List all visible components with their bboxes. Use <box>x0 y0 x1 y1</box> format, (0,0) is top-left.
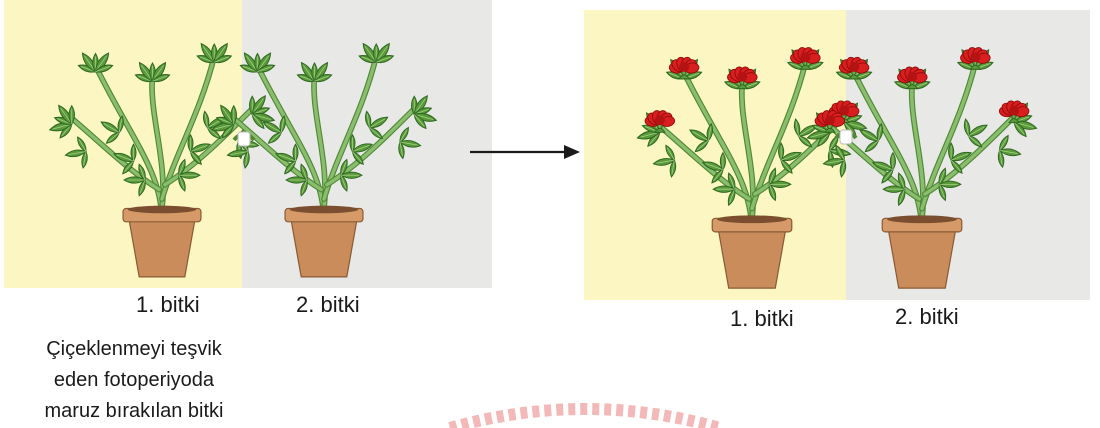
after-plant1-label: 1. bitki <box>730 306 794 332</box>
after-plant2-label: 2. bitki <box>895 304 959 330</box>
plant-1-before <box>50 44 275 277</box>
plant-2-before <box>212 44 437 277</box>
before-panel <box>4 0 492 288</box>
before-plant1-label: 1. bitki <box>136 292 200 318</box>
right-arrow-icon <box>468 140 582 164</box>
caption-line-1: Çiçeklenmeyi teşvik <box>14 334 254 365</box>
before-plant2-label: 2. bitki <box>296 292 360 318</box>
caption-line-2: eden fotoperiyoda <box>14 365 254 396</box>
before-caption: Çiçeklenmeyi teşvik eden fotoperiyoda ma… <box>14 334 254 427</box>
watermark-logo <box>440 396 730 428</box>
plants-after-illustration <box>584 10 1090 300</box>
plants-before-illustration <box>4 0 492 288</box>
plant-1-after <box>637 46 866 288</box>
after-panel <box>584 10 1090 300</box>
plant-2-after <box>807 46 1036 288</box>
caption-line-3: maruz bırakılan bitki <box>14 396 254 427</box>
